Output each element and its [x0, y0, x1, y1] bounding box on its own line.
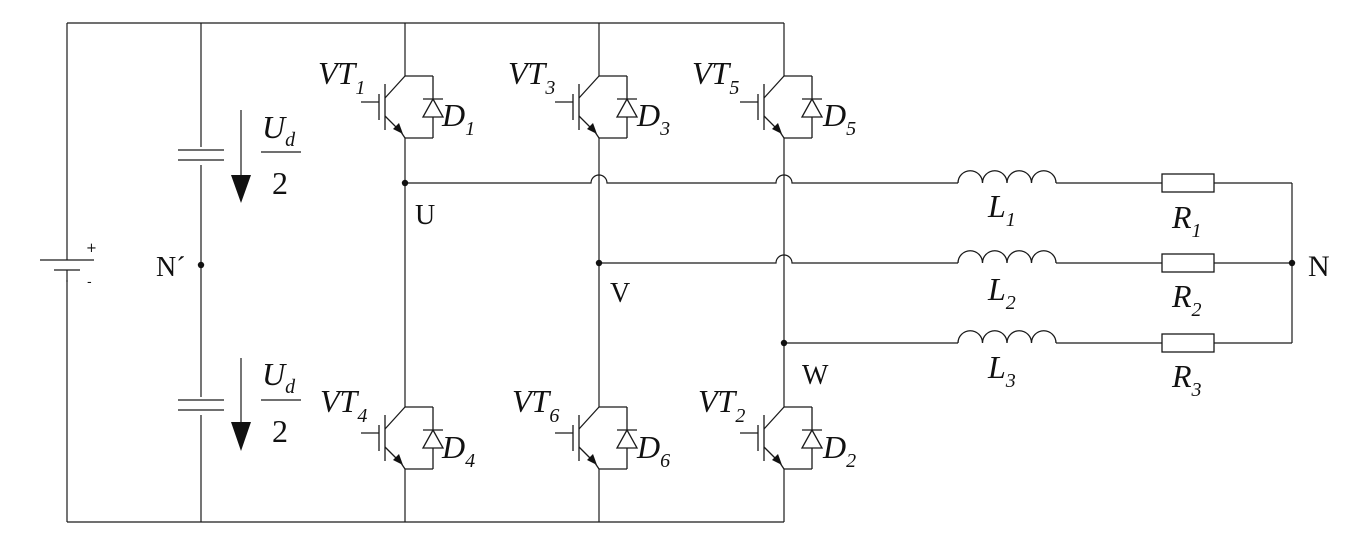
lower-capacitor — [176, 397, 226, 415]
lower-fraction-numerator: U — [262, 356, 287, 392]
node-v-label: V — [610, 278, 630, 309]
d6-label: D6 — [636, 429, 670, 472]
lower-fraction-denominator: 2 — [272, 413, 288, 449]
node-w-label: W — [802, 360, 829, 391]
node-n-dot — [1288, 259, 1296, 267]
inductor-l1-label: L1 — [987, 188, 1016, 231]
midpoint-label: N´ — [156, 252, 186, 283]
inductor-l2-label: L2 — [987, 271, 1016, 314]
dc-rails — [66, 22, 784, 523]
inductor-l1 — [957, 170, 1057, 184]
node-u-label: U — [415, 200, 435, 231]
vt4-label: VT4 — [320, 383, 367, 427]
node-v-dot — [595, 259, 603, 267]
svg-text:Ud: Ud — [262, 356, 296, 398]
resistor-r2-label: R2 — [1171, 278, 1202, 321]
d4-label: D4 — [441, 429, 475, 472]
igbt-vt4-symbol — [360, 402, 444, 474]
d3-label: D3 — [636, 97, 670, 140]
resistor-r1 — [1161, 173, 1215, 193]
upper-voltage-fraction: Ud 2 — [261, 109, 301, 201]
midpoint-node-dot — [197, 261, 205, 269]
resistor-r1-label: R1 — [1171, 199, 1202, 242]
inductor-l3 — [957, 330, 1057, 344]
phase-v-line — [599, 254, 1292, 264]
inductor-l3-label: L3 — [987, 349, 1016, 392]
inductor-l2 — [957, 250, 1057, 264]
vt1-label: VT1 — [318, 55, 365, 99]
node-u-dot — [401, 179, 409, 187]
igbt-vt3-symbol — [554, 71, 638, 143]
igbt-vt6-symbol — [554, 402, 638, 474]
upper-fraction-denominator: 2 — [272, 165, 288, 201]
resistor-r2 — [1161, 253, 1215, 273]
vt2-label: VT2 — [698, 383, 745, 427]
lower-voltage-arrow — [231, 358, 251, 451]
upper-capacitor — [176, 147, 226, 165]
igbt-vt5-symbol — [739, 71, 823, 143]
d2-label: D2 — [822, 429, 856, 472]
igbt-vt1-symbol — [360, 71, 444, 143]
node-w-dot — [780, 339, 788, 347]
upper-voltage-arrow — [231, 110, 251, 203]
d1-label: D1 — [441, 97, 475, 140]
battery-symbol: + - — [40, 241, 100, 290]
lower-voltage-fraction: Ud 2 — [261, 356, 301, 449]
upper-fraction-numerator: U — [262, 109, 287, 145]
battery-minus-label: - — [87, 275, 92, 290]
svg-text:Ud: Ud — [262, 109, 296, 151]
vt5-label: VT5 — [692, 55, 739, 99]
igbt-vt2-symbol — [739, 402, 823, 474]
battery-plus-label: + — [86, 241, 97, 256]
phase-u-line — [405, 174, 1292, 184]
d5-label: D5 — [822, 97, 856, 140]
vt6-label: VT6 — [512, 383, 559, 427]
vt3-label: VT3 — [508, 55, 555, 99]
resistor-r3 — [1161, 333, 1215, 353]
resistor-r3-label: R3 — [1171, 358, 1202, 401]
node-n-label: N — [1308, 250, 1330, 283]
